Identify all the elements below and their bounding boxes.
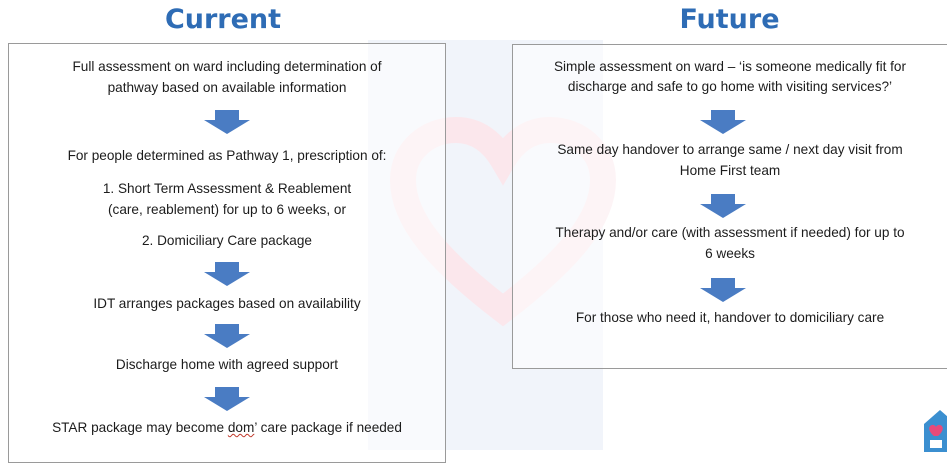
down-arrow-icon — [700, 110, 746, 134]
current-step-2-item-2: 2. Domiciliary Care package — [142, 233, 312, 248]
future-step-2-line-1: Same day handover to arrange same / next… — [557, 142, 903, 157]
down-arrow-icon — [204, 387, 250, 411]
current-step-3: IDT arranges packages based on availabil… — [93, 296, 361, 311]
future-step-1-line-1: Simple assessment on ward – ‘is someone … — [553, 59, 907, 74]
future-step-3-line-1: Therapy and/or care (with assessment if … — [555, 225, 905, 240]
current-step-2: For people determined as Pathway 1, pres… — [67, 148, 387, 163]
current-step-5-post: ’ care package if needed — [254, 420, 402, 435]
current-step-4: Discharge home with agreed support — [115, 357, 339, 372]
current-step-1-line-1: Full assessment on ward including determ… — [72, 59, 382, 74]
current-step-2-item-1-line-1: 1. Short Term Assessment & Reablement — [102, 181, 352, 196]
down-arrow-icon — [700, 278, 746, 302]
future-step-3-line-2: 6 weeks — [705, 246, 755, 261]
future-step-2-line-2: Home First team — [679, 163, 781, 178]
future-step-4: For those who need it, handover to domic… — [575, 310, 885, 325]
down-arrow-icon — [700, 194, 746, 218]
down-arrow-icon — [204, 324, 250, 348]
current-step-2-item-1-line-2: (care, reablement) for up to 6 weeks, or — [108, 202, 346, 217]
current-step-5-pre: STAR package may become — [52, 420, 228, 435]
future-heading: Future — [679, 4, 780, 35]
current-step-1-line-2: pathway based on available information — [107, 80, 347, 95]
current-step-5: STAR package may become dom’ care packag… — [8, 418, 446, 438]
logo-icon — [924, 410, 947, 452]
current-heading: Current — [164, 4, 282, 35]
down-arrow-icon — [204, 110, 250, 134]
down-arrow-icon — [204, 262, 250, 286]
future-step-1-line-2: discharge and safe to go home with visit… — [567, 79, 893, 94]
current-step-5-word: dom — [227, 420, 255, 435]
